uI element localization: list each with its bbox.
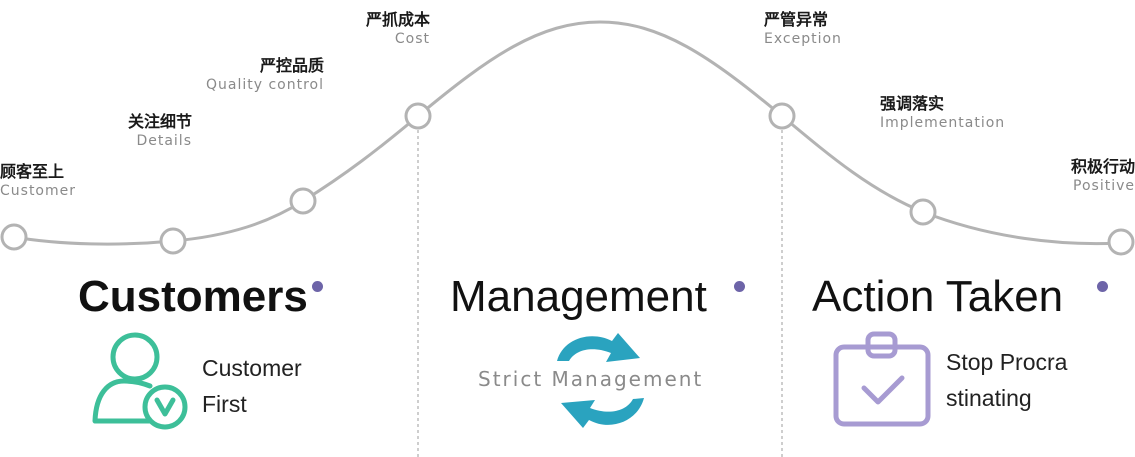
milestone-node-7 [1107, 228, 1135, 256]
milestone-title: 强调落实 [880, 94, 945, 113]
milestone-subtitle: Details [136, 133, 192, 149]
description-line: Customer [202, 355, 302, 381]
milestone-title: 关注细节 [127, 112, 192, 131]
milestone-subtitle: Exception [764, 31, 842, 47]
milestone-label-5: 严管异常 Exception [764, 10, 842, 48]
milestone-subtitle: Cost [394, 31, 430, 47]
milestone-subtitle: Quality control [205, 77, 324, 93]
accent-dot [312, 281, 323, 292]
customers-description: Customer First [202, 350, 302, 422]
accent-dot [1097, 281, 1108, 292]
milestone-title: 顾客至上 [0, 162, 65, 181]
milestone-label-7: 积极行动 Positive [1035, 157, 1135, 195]
section-title-customers: Customers [78, 272, 308, 321]
management-caption: Strict Management [478, 367, 704, 391]
milestone-node-3 [289, 187, 317, 215]
milestone-title: 严管异常 [764, 10, 829, 29]
milestone-title: 严抓成本 [365, 10, 430, 29]
milestone-label-3: 严控品质 Quality control [180, 56, 324, 94]
refresh-cycle-icon [557, 333, 644, 428]
milestone-subtitle: Positive [1073, 178, 1135, 194]
milestone-label-4: 严抓成本 Cost [340, 10, 430, 48]
milestone-node-4 [404, 102, 432, 130]
section-title-action: Action Taken [812, 272, 1064, 321]
milestone-subtitle: Implementation [880, 115, 1006, 131]
milestone-label-6: 强调落实 Implementation [880, 94, 1005, 132]
milestone-node-2 [159, 227, 187, 255]
user-check-icon [92, 332, 188, 430]
milestone-label-1: 顾客至上 Customer [0, 162, 76, 200]
section-title-management: Management [450, 272, 707, 321]
accent-dot [734, 281, 745, 292]
milestone-title: 积极行动 [1070, 157, 1135, 176]
milestone-node-5 [768, 102, 796, 130]
milestone-title: 严控品质 [259, 56, 324, 75]
milestone-label-2: 关注细节 Details [100, 112, 192, 150]
milestone-node-6 [909, 198, 937, 226]
description-line: stinating [946, 385, 1032, 411]
action-description: Stop Procra stinating [946, 344, 1067, 416]
milestone-node-1 [0, 223, 28, 251]
description-line: Stop Procra [946, 349, 1068, 375]
description-line: First [202, 391, 247, 417]
clipboard-check-icon [833, 331, 931, 427]
milestone-subtitle: Customer [0, 183, 77, 199]
